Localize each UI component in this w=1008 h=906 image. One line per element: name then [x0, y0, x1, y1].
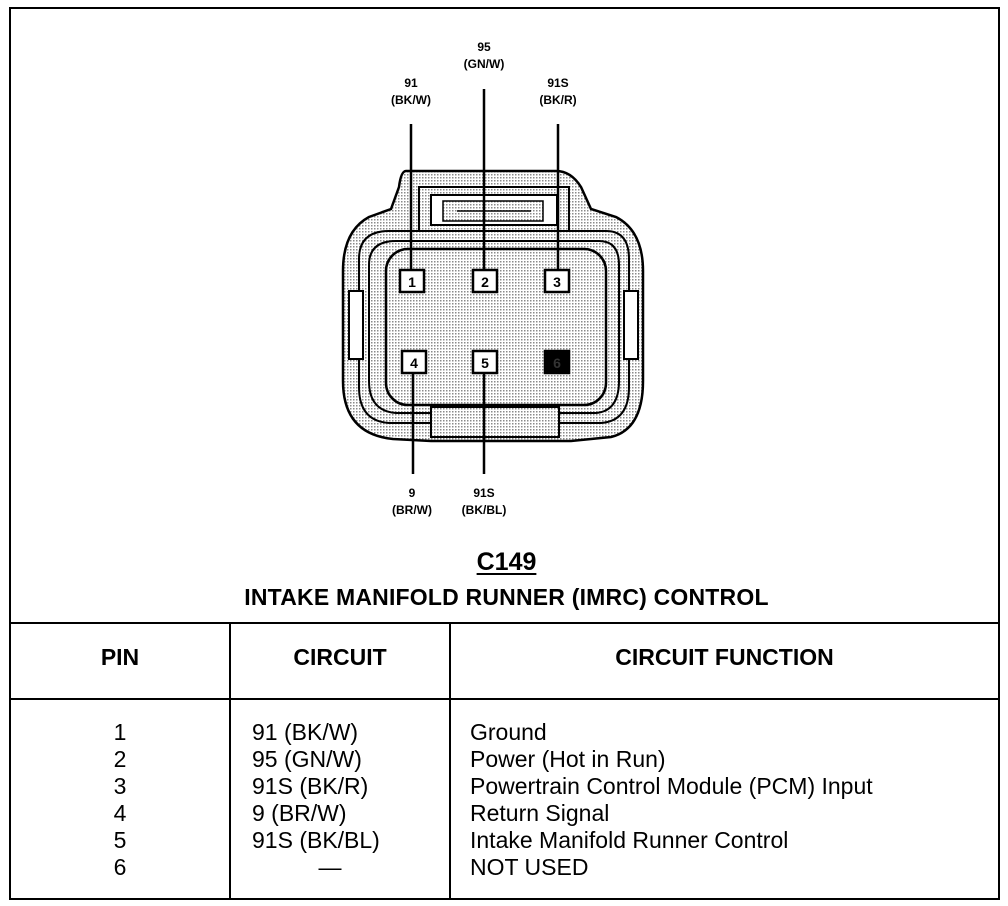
wire-label-pin-1: 91(BK/W)	[391, 76, 431, 107]
wire-label-pin-4: 9(BR/W)	[392, 486, 432, 517]
wire-label-pin-5: 91S(BK/BL)	[461, 486, 507, 517]
wire-label-pin-2: 95(GN/W)	[463, 40, 505, 71]
header-circuit: CIRCUIT	[293, 644, 387, 670]
table-row-pin: 4	[113, 800, 127, 826]
table-row-pin: 6	[113, 854, 127, 880]
table-row-pin: 5	[113, 827, 127, 853]
table-row-circuit: 91 (BK/W)	[252, 719, 359, 745]
table-row-function: Ground	[470, 719, 547, 745]
pin-1: 1	[398, 268, 426, 294]
table-row-circuit: 91S (BK/R)	[252, 773, 369, 799]
svg-text:4: 4	[410, 355, 418, 371]
pin-3: 3	[543, 268, 571, 294]
header-pin: PIN	[100, 644, 140, 670]
connector-diagram: 1 2 3 4 5 6	[341, 89, 645, 474]
pin-2: 2	[471, 268, 499, 294]
circuit-column: 91 (BK/W) 95 (GN/W) 91S (BK/R) 9 (BR/W) …	[230, 719, 450, 881]
connector-code: C149	[476, 548, 537, 576]
svg-text:5: 5	[481, 355, 489, 371]
table-row-function: NOT USED	[470, 854, 589, 880]
table-row-pin: 1	[113, 719, 127, 745]
svg-text:1: 1	[408, 274, 416, 290]
table-row-function: Powertrain Control Module (PCM) Input	[470, 773, 873, 799]
table-row-function: Power (Hot in Run)	[470, 746, 666, 772]
connector-sheet: 1 2 3 4 5 6 91(BK/W) 95(GN/W) 91S(BK/R)	[9, 7, 1000, 900]
bottom-key	[430, 406, 560, 438]
column-divider	[229, 624, 231, 900]
table-row-function: Intake Manifold Runner Control	[470, 827, 789, 853]
pin-6-unused: 6	[543, 349, 571, 375]
table-row-circuit: 95 (GN/W)	[252, 746, 362, 772]
svg-text:2: 2	[481, 274, 489, 290]
svg-text:3: 3	[553, 274, 561, 290]
table-row-pin: 3	[113, 773, 127, 799]
side-tab-left	[348, 290, 364, 360]
pin-column: 1 2 3 4 5 6	[11, 719, 229, 881]
wire-label-pin-3: 91S(BK/R)	[539, 76, 577, 107]
pin-4: 4	[400, 349, 428, 375]
table-row-circuit: —	[318, 854, 342, 880]
table-row-function: Return Signal	[470, 800, 610, 826]
table-row-pin: 2	[113, 746, 127, 772]
header-function: CIRCUIT FUNCTION	[615, 644, 834, 670]
table-row-circuit: 91S (BK/BL)	[252, 827, 380, 853]
side-tab-right	[623, 290, 639, 360]
function-column: Ground Power (Hot in Run) Powertrain Con…	[451, 719, 873, 881]
table-row-circuit: 9 (BR/W)	[252, 800, 347, 826]
pin-5: 5	[471, 349, 499, 375]
pin-table: PIN CIRCUIT CIRCUIT FUNCTION 1 2 3 4 5 6…	[11, 622, 998, 900]
header-divider	[11, 698, 998, 700]
svg-text:6: 6	[553, 355, 561, 371]
connector-title: INTAKE MANIFOLD RUNNER (IMRC) CONTROL	[244, 584, 769, 610]
column-divider	[449, 624, 451, 900]
